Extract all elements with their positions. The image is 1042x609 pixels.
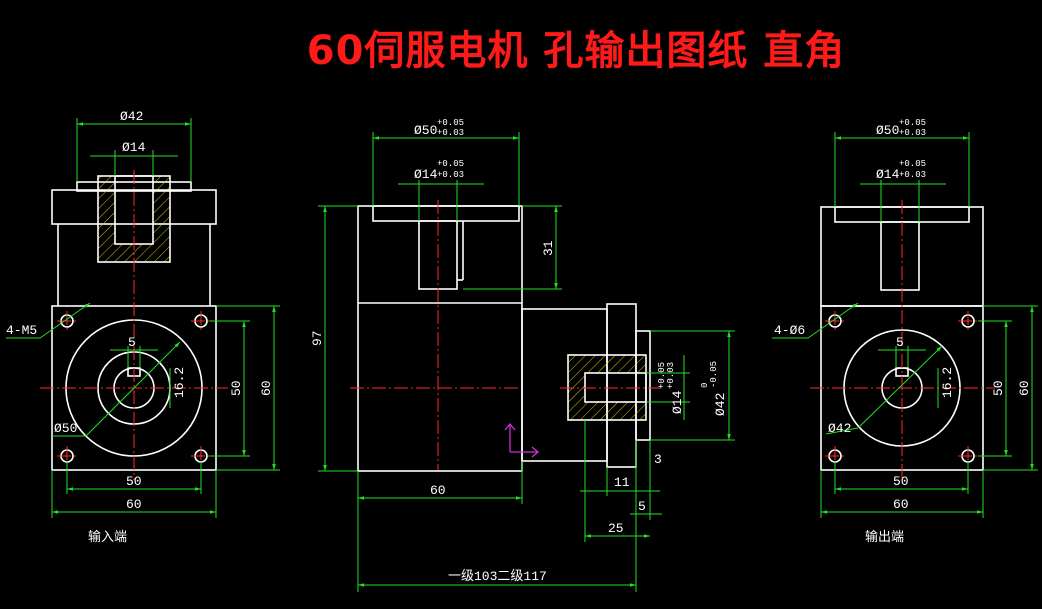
output-bolt-width: 50 (893, 474, 909, 489)
input-dim-top-outer: Ø42 (120, 109, 143, 124)
output-caption: 输出端 (865, 529, 904, 545)
side-shaft-dim: Ø42 (713, 393, 728, 416)
output-tol-lower: +0.03 (899, 128, 926, 138)
input-end-view: Ø42 Ø14 4-M5 5 16.2 50 60 Ø50 50 60 输入端 (6, 109, 280, 545)
side-dim-top-inner: Ø14 (414, 167, 438, 182)
output-flange-width: 60 (893, 497, 909, 512)
output-outer-height: 60 (1017, 380, 1032, 396)
output-dim-top-outer: Ø50 (876, 123, 899, 138)
side-shaft-tol-lower: -0.05 (709, 361, 719, 388)
side-tol-upper: +0.05 (437, 118, 464, 128)
output-tol-upper: +0.05 (899, 118, 926, 128)
output-dim-top-inner: Ø14 (876, 167, 900, 182)
input-circle: Ø50 (54, 421, 77, 436)
input-hole-label: 4-M5 (6, 323, 37, 338)
side-view: Ø50 +0.05 +0.03 Ø14 +0.05 +0.03 31 97 60… (310, 118, 735, 592)
output-bore: 16.2 (940, 367, 955, 398)
input-dim-top-inner: Ø14 (122, 140, 146, 155)
side-total-length: 一级103二级117 (448, 569, 547, 584)
input-outer-height: 60 (259, 380, 274, 396)
side-step: 3 (654, 452, 662, 467)
side-bore-dim: Ø14 (670, 390, 685, 414)
output-inner-height: 50 (991, 380, 1006, 396)
side-d11: 11 (614, 475, 630, 490)
output-end-view: Ø50 +0.05 +0.03 Ø14 +0.05 +0.03 4-Ø6 5 1… (772, 118, 1038, 545)
side-depth: 31 (541, 240, 556, 256)
input-keyway: 5 (128, 335, 136, 350)
side-bore-tol-lower: +0.03 (666, 362, 676, 389)
input-caption: 输入端 (88, 529, 127, 545)
output-circle: Ø42 (828, 421, 851, 436)
side-shaft-tol-upper: 0 (700, 383, 710, 388)
side-d5: 5 (638, 499, 646, 514)
side-inner-tol-lower: +0.03 (437, 170, 464, 180)
side-inner-tol-upper: +0.05 (437, 159, 464, 169)
output-inner-tol-upper: +0.05 (899, 159, 926, 169)
input-bolt-width: 50 (126, 474, 142, 489)
side-tol-lower: +0.03 (437, 128, 464, 138)
input-bore: 16.2 (172, 367, 187, 398)
output-keyway: 5 (896, 335, 904, 350)
output-inner-tol-lower: +0.03 (899, 170, 926, 180)
input-inner-height: 50 (229, 380, 244, 396)
output-hole-label: 4-Ø6 (774, 323, 805, 338)
side-dim-top-outer: Ø50 (414, 123, 437, 138)
input-flange-width: 60 (126, 497, 142, 512)
side-width: 60 (430, 483, 446, 498)
drawing-title: 60伺服电机 孔输出图纸 直角 (306, 28, 846, 74)
side-bore-tol-upper: +0.05 (657, 362, 667, 389)
side-d25: 25 (608, 521, 624, 536)
side-height: 97 (310, 330, 325, 346)
